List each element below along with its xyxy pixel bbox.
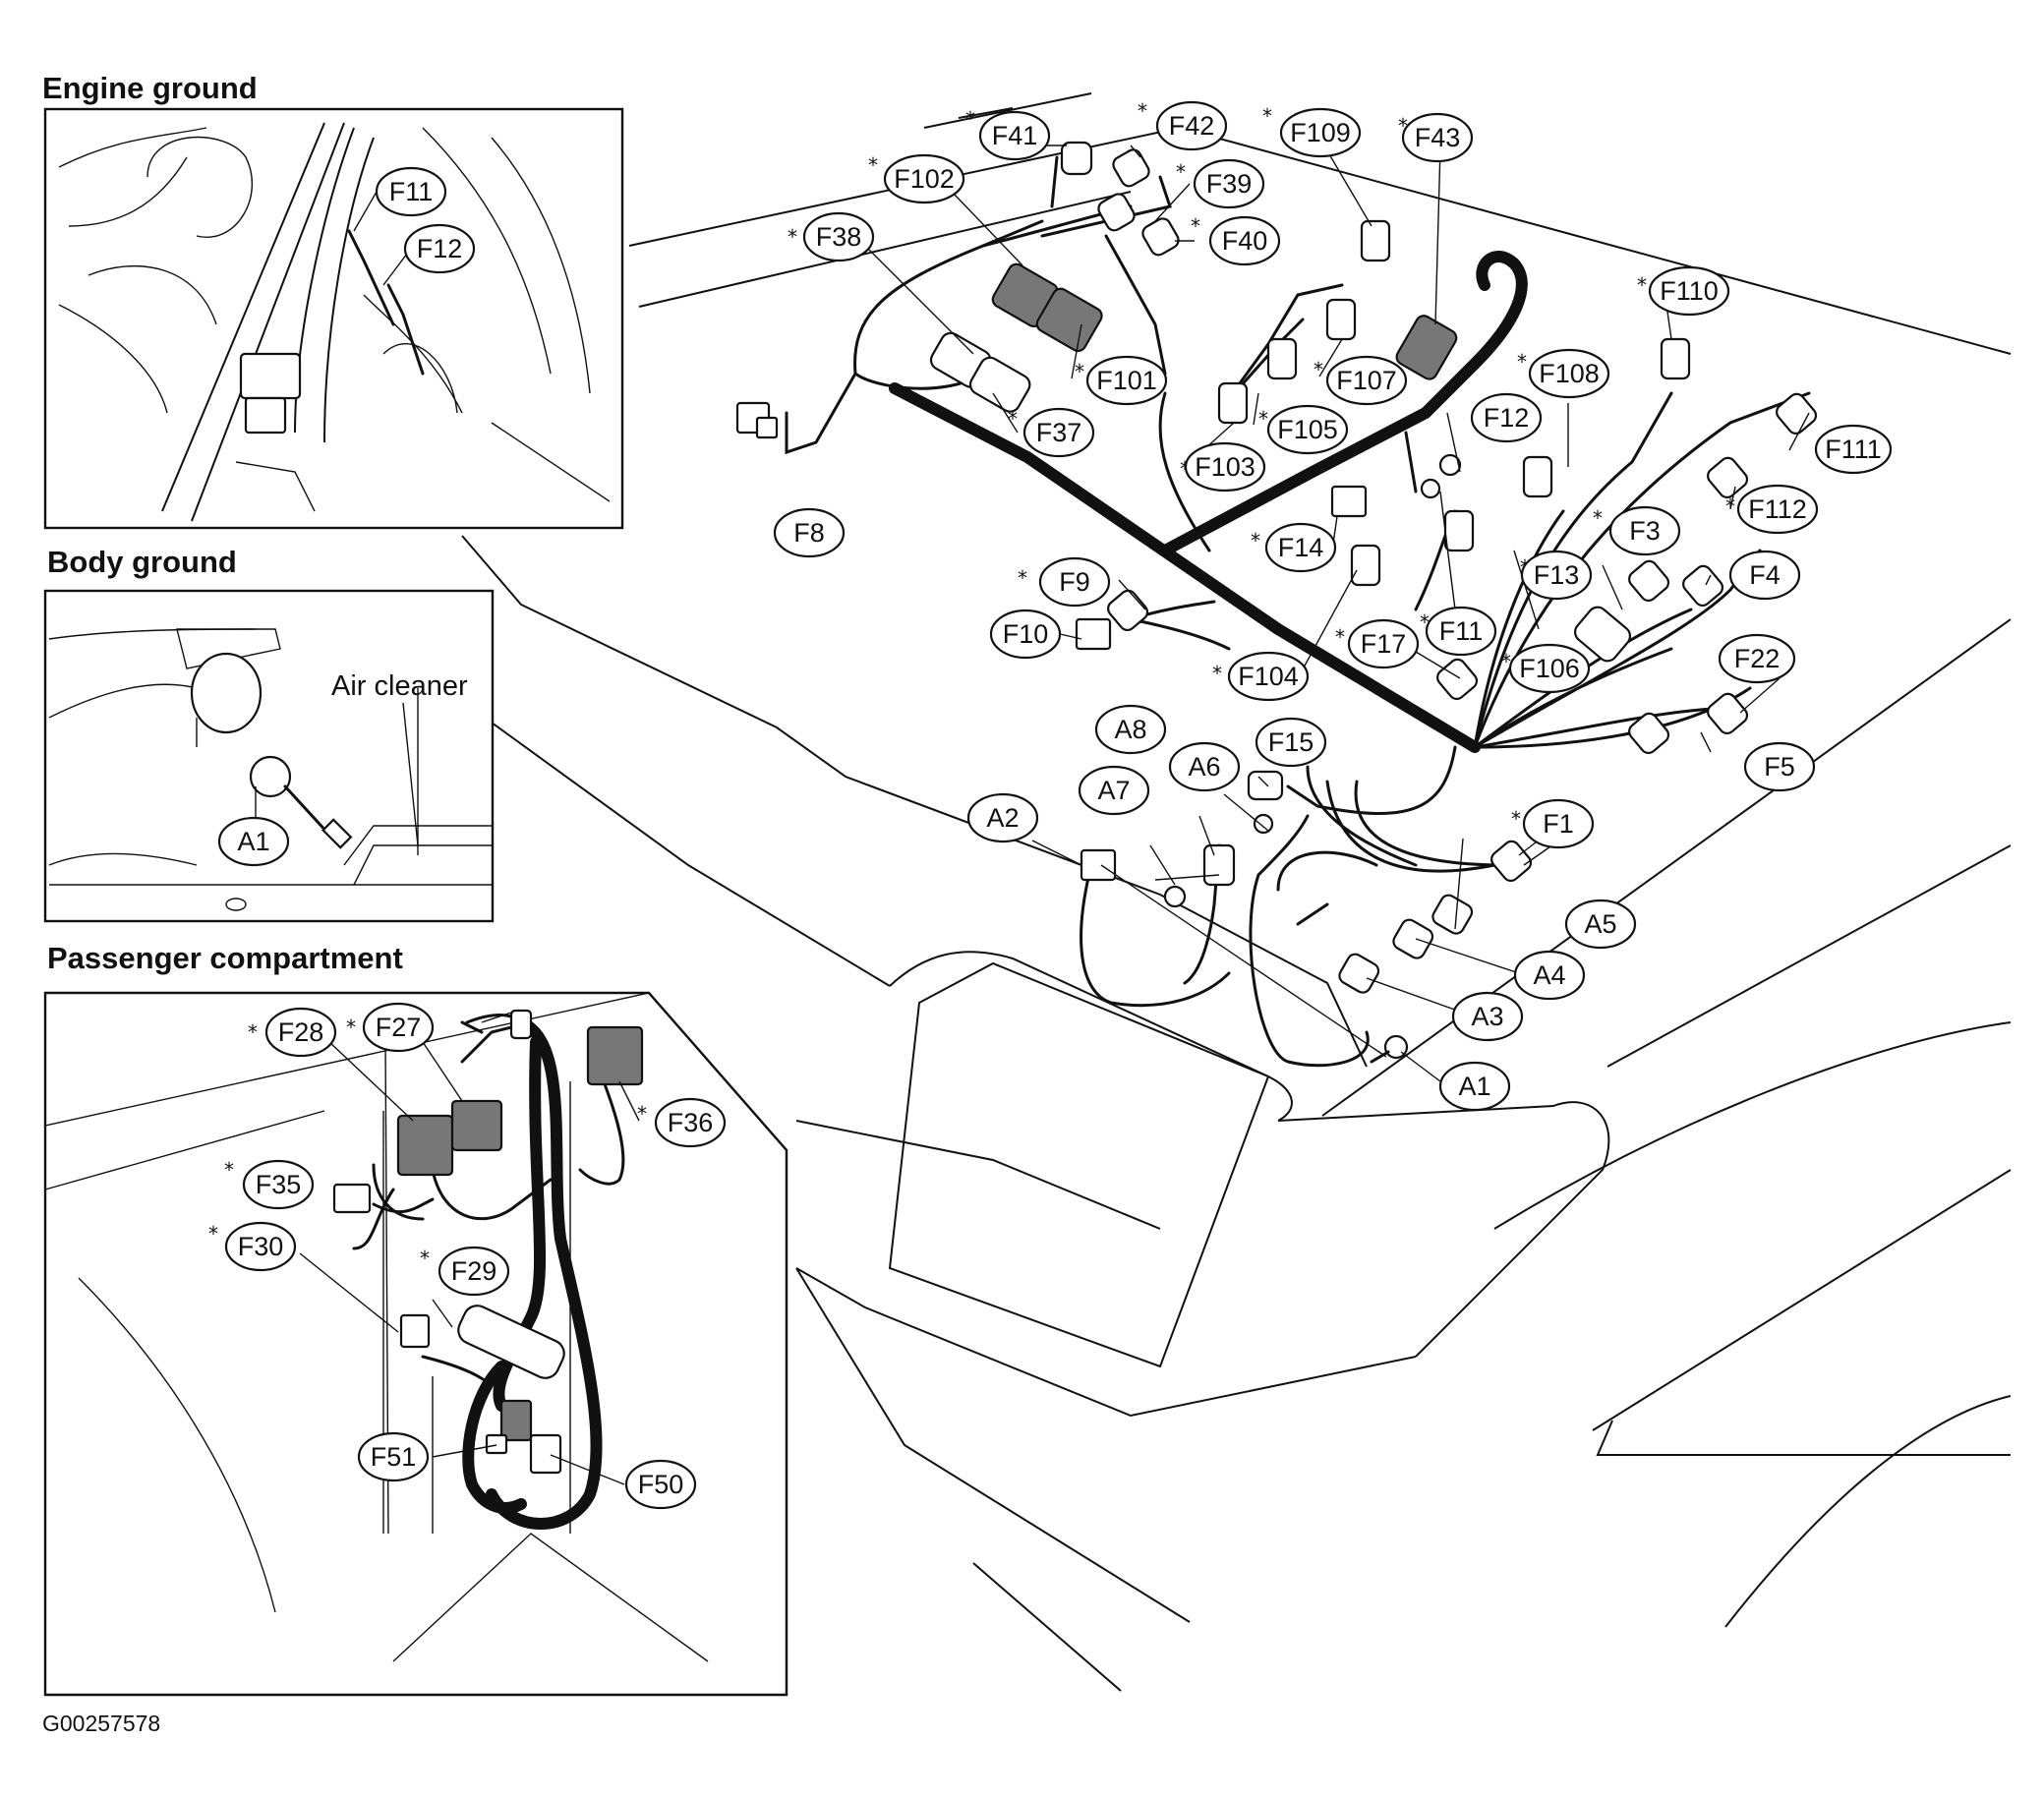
label-f109: F109 [1290,118,1351,147]
svg-text:*: * [1501,650,1511,673]
body-ground-inset [43,589,495,923]
label-f1: F1 [1543,809,1574,839]
svg-text:*: * [224,1158,234,1182]
label-a4: A4 [1533,960,1565,990]
passenger-compartment-inset [43,991,788,1697]
label-f37: F37 [1036,418,1082,447]
svg-text:*: * [1637,273,1647,297]
label-f39: F39 [1206,169,1253,199]
svg-text:*: * [1258,407,1268,431]
svg-text:*: * [420,1247,430,1270]
label-a3: A3 [1471,1002,1503,1031]
svg-text:*: * [1420,610,1430,634]
label-f4: F4 [1749,560,1781,590]
svg-text:*: * [1262,104,1272,128]
label-f8: F8 [793,518,825,548]
label-f9: F9 [1059,567,1090,597]
label-f3: F3 [1629,516,1661,546]
main-connectors [735,141,1818,1064]
label-f108: F108 [1539,359,1600,388]
svg-text:*: * [346,1016,356,1039]
label-a6: A6 [1188,752,1220,782]
label-f11-inset: F11 [389,177,434,206]
label-f28: F28 [278,1017,324,1047]
label-f42: F42 [1169,111,1215,141]
figure-id: G00257578 [42,1711,160,1736]
svg-text:*: * [1180,457,1190,481]
label-f15: F15 [1268,727,1314,757]
engine-ground-inset [43,107,624,530]
svg-text:*: * [1725,494,1735,518]
svg-text:*: * [1138,99,1147,123]
label-f14: F14 [1278,533,1324,562]
svg-text:*: * [1251,529,1260,552]
svg-text:*: * [637,1102,647,1126]
label-f5: F5 [1764,752,1795,782]
label-f30: F30 [238,1232,284,1261]
label-a7: A7 [1097,776,1130,805]
svg-text:*: * [788,225,797,249]
svg-text:*: * [1008,407,1018,431]
label-f38: F38 [816,222,862,252]
label-f105: F105 [1277,415,1338,444]
label-f41: F41 [992,121,1038,150]
vehicle-outline [461,92,2012,1692]
label-f11: F11 [1439,616,1484,646]
svg-text:*: * [1212,662,1222,685]
air-cleaner-label: Air cleaner [331,670,468,702]
svg-text:*: * [208,1222,218,1246]
label-f101: F101 [1096,366,1157,395]
label-f11-inset-oval [375,166,447,217]
label-f104: F104 [1238,662,1299,691]
label-f13: F13 [1534,560,1580,590]
label-f112: F112 [1748,494,1807,524]
label-f17: F17 [1361,629,1407,659]
label-a8: A8 [1114,715,1146,744]
label-a2: A2 [986,803,1019,833]
section-title-body-ground: Body ground [47,545,237,579]
svg-text:*: * [1075,360,1084,383]
label-a1: A1 [1458,1072,1490,1101]
label-f102: F102 [894,164,955,194]
label-f111: F111 [1825,435,1882,464]
label-f106: F106 [1519,654,1580,683]
label-f40: F40 [1222,226,1268,256]
label-f107: F107 [1336,366,1397,395]
label-a1-inset: A1 [237,827,269,856]
svg-text:*: * [1517,350,1527,374]
label-a5: A5 [1584,909,1616,939]
svg-text:*: * [965,107,975,131]
label-f29: F29 [451,1256,497,1286]
svg-text:*: * [1398,114,1408,138]
svg-text:*: * [1314,358,1323,381]
svg-text:*: * [868,153,878,177]
svg-text:*: * [1335,625,1345,649]
label-f10: F10 [1003,619,1049,649]
connector-labels: F11 F12 A1 F28 F27 F36 F35 F30 F29 F51 F… [217,100,1893,1510]
svg-text:*: * [1511,807,1521,831]
label-f12-inset: F12 [417,234,463,263]
label-f12: F12 [1484,403,1530,433]
label-f51: F51 [371,1442,417,1472]
label-f36: F36 [668,1108,714,1137]
svg-text:*: * [248,1020,258,1044]
svg-text:*: * [1018,566,1027,590]
svg-text:*: * [1191,214,1200,238]
label-f35: F35 [256,1170,302,1199]
label-f103: F103 [1195,452,1256,482]
svg-text:*: * [1593,506,1603,530]
label-f27: F27 [376,1013,422,1042]
section-title-passenger-compartment: Passenger compartment [47,941,403,975]
label-f43: F43 [1415,123,1461,152]
label-f110: F110 [1660,276,1719,306]
label-f50: F50 [638,1470,684,1499]
section-title-engine-ground: Engine ground [42,71,258,105]
leader-lines [255,142,1810,1535]
label-f22: F22 [1734,644,1781,673]
asterisk-markers: * * * * * * * * * * * * * * * * * * * * … [208,99,1735,1270]
svg-text:*: * [1176,160,1186,184]
